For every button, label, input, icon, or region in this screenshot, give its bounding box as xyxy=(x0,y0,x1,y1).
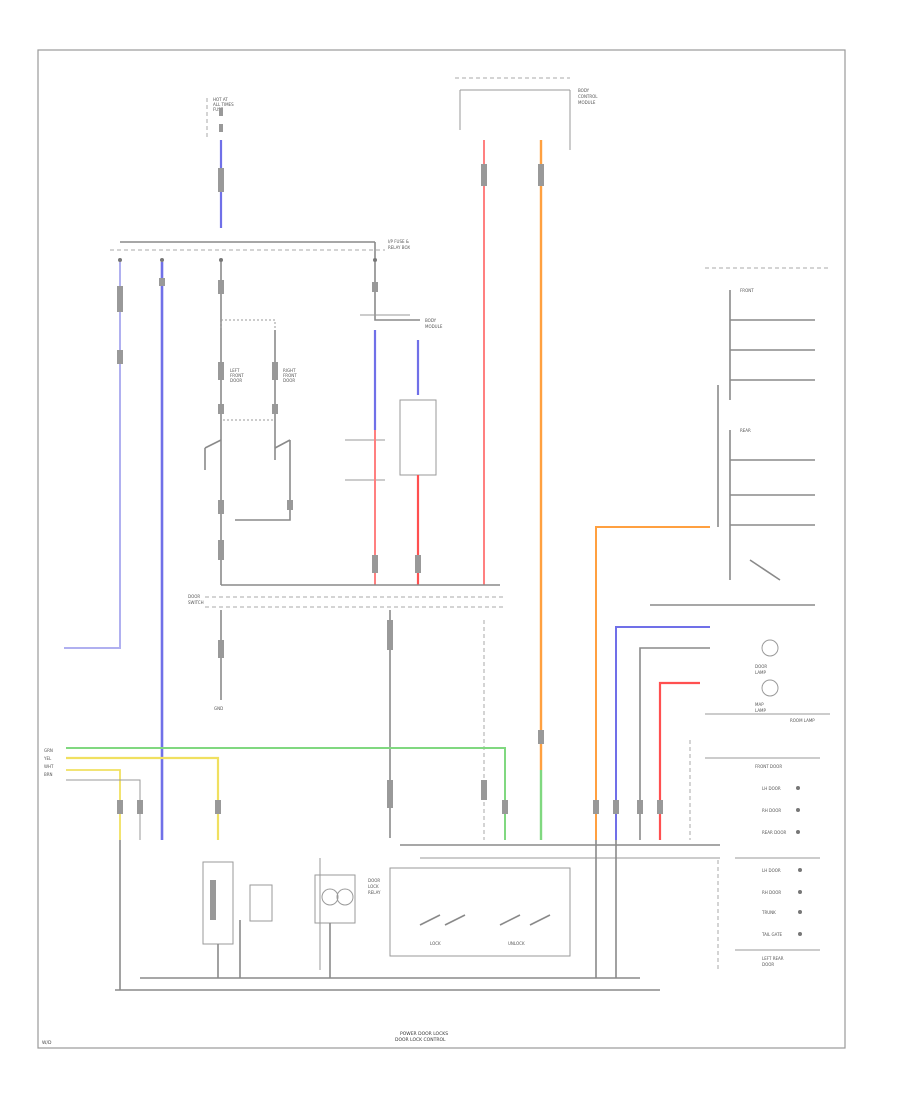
wire-green-horizontal xyxy=(66,747,506,840)
junction-box-label-2: RELAY BOX xyxy=(388,245,410,250)
right-rows-a: FRONT DOOR LH DOOR RH DOOR REAR DOOR xyxy=(689,740,820,840)
rows-a-label-3: RH DOOR xyxy=(762,808,781,813)
bottom-module-label-3: RELAY xyxy=(368,890,381,895)
bottom-switch-label-2: UNLOCK xyxy=(508,941,525,946)
top-fuse-label-3: FUSE xyxy=(213,107,224,112)
lamp-2-label-1: MAP xyxy=(755,702,764,707)
legend-label-4: BRN xyxy=(44,772,53,777)
bottom-module-label-2: LOCK xyxy=(368,884,379,889)
right-switch-row-label-1: FRONT xyxy=(740,288,754,293)
lamp-2-label-2: LAMP xyxy=(755,708,767,713)
top-right-box-label-1: BODY xyxy=(578,88,590,93)
page-id: W/D xyxy=(42,1040,52,1046)
bottom-switch-label-1: LOCK xyxy=(430,941,441,946)
mid-right-module-label-2: MODULE xyxy=(425,324,443,329)
door-switches-mid xyxy=(204,439,293,585)
upper-left-relay-label-3: DOOR xyxy=(230,378,242,383)
rows-a-label-4: REAR DOOR xyxy=(762,830,786,835)
right-rows-b: LH DOOR RH DOOR TRUNK TAIL GATE LEFT REA… xyxy=(717,857,820,970)
room-lamp-label: ROOM LAMP xyxy=(790,718,815,723)
right-switch-panel: FRONT REAR xyxy=(650,267,830,606)
legend-label-2: YEL xyxy=(43,756,52,761)
upper-mid-relay-label-3: DOOR xyxy=(283,378,295,383)
wire-lavender-left xyxy=(64,262,121,649)
legend-label-1: GRN xyxy=(44,748,53,753)
footer-title-1: POWER DOOR LOCKS xyxy=(400,1031,448,1037)
top-right-box: BODY CONTROL MODULE xyxy=(455,77,598,150)
upper-mid-relay-label-1: RIGHT xyxy=(283,368,296,373)
wire-gray-right xyxy=(639,647,710,840)
rows-b-label-4: TAIL GATE xyxy=(761,932,783,937)
top-right-box-label-2: CONTROL xyxy=(578,94,598,99)
upper-left-relay-label-1: LEFT xyxy=(230,368,240,373)
mid-right-module-label-1: BODY xyxy=(425,318,437,323)
right-switch-row-label-2: REAR xyxy=(740,428,751,433)
top-right-box-label-3: MODULE xyxy=(578,100,596,105)
upper-mid-relay-label-2: FRONT xyxy=(283,373,297,378)
bottom-module-label-1: DOOR xyxy=(368,878,380,883)
mid-right-module: BODY MODULE xyxy=(345,262,443,585)
lower-bus-label-1: DOOR xyxy=(188,594,200,599)
rows-a-label-1: FRONT DOOR xyxy=(755,764,782,769)
upper-relays: LEFT FRONT DOOR RIGHT FRONT DOOR xyxy=(218,319,297,460)
bottom-components: DOOR LOCK RELAY LOCK UNLOCK xyxy=(115,840,720,991)
ground-label: GND xyxy=(214,706,223,711)
lamp-1-label-1: DOOR xyxy=(755,664,767,669)
wire-blue-right xyxy=(615,626,710,840)
lower-bus-connector: DOOR SWITCH GND xyxy=(188,584,505,840)
legend-label-3: WHT xyxy=(44,764,54,769)
rows-b-label-3: TRUNK xyxy=(761,910,776,915)
footer-title-2: DOOR LOCK CONTROL xyxy=(395,1037,446,1043)
rows-b-label-1: LH DOOR xyxy=(762,868,781,873)
diagram-frame xyxy=(37,49,846,1049)
junction-box: I/P FUSE & RELAY BOX xyxy=(110,239,410,262)
wire-yellow-2 xyxy=(66,769,121,840)
rows-a-label-2: LH DOOR xyxy=(762,786,781,791)
junction-box-label-1: I/P FUSE & xyxy=(388,239,409,244)
upper-left-relay-label-2: FRONT xyxy=(230,373,244,378)
left-legend: GRN YEL WHT BRN xyxy=(43,748,54,777)
rows-b-footer-2: DOOR xyxy=(762,962,774,967)
wire-red-right xyxy=(658,681,700,840)
lower-bus-label-2: SWITCH xyxy=(188,600,204,605)
rows-b-footer-1: LEFT REAR xyxy=(762,956,784,961)
lamp-1-label-2: LAMP xyxy=(755,670,767,675)
rows-b-label-2: RH DOOR xyxy=(762,890,781,895)
wire-orange-right xyxy=(595,526,710,840)
top-fuse-label-1: HOT AT xyxy=(213,97,228,102)
top-fuse-label-2: ALL TIMES xyxy=(213,102,234,107)
right-lamps: DOOR LAMP MAP LAMP ROOM LAMP xyxy=(705,639,830,723)
top-fuse-block: HOT AT ALL TIMES FUSE xyxy=(206,97,234,140)
